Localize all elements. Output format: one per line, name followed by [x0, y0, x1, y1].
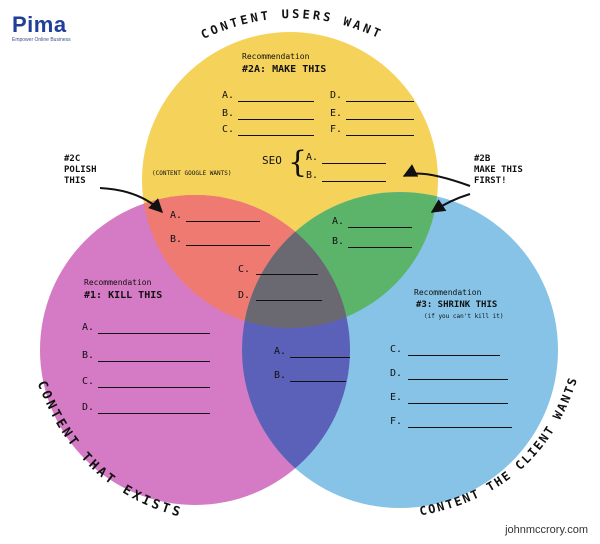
callout-line: #2c: [64, 154, 81, 164]
callout-line: THIS: [64, 176, 86, 186]
top-subheading: #2a: MAKE THIS: [242, 64, 327, 75]
callout-line: FIRST!: [474, 176, 507, 186]
right-note: (if you can't kill it): [424, 313, 504, 320]
list-item: A.: [170, 210, 183, 221]
list-item: B.: [222, 108, 235, 119]
blank-line: [408, 427, 512, 428]
list-item: D.: [82, 402, 95, 413]
blank-line: [408, 355, 500, 356]
right-heading: Recommendation: [414, 288, 482, 297]
list-item: C.: [82, 376, 95, 387]
blank-line: [98, 333, 210, 334]
list-item: B.: [332, 236, 345, 247]
credit-text: johnmccrory.com: [505, 524, 588, 536]
list-item: A.: [306, 152, 319, 163]
blank-line: [290, 381, 346, 382]
left-subheading: #1: KILL THIS: [84, 290, 163, 301]
list-item: C.: [390, 344, 403, 355]
blank-line: [348, 227, 412, 228]
list-item: E.: [390, 392, 403, 403]
list-item: C.: [238, 264, 251, 275]
arrow-polish: [99, 187, 163, 213]
right-subheading: #3: SHRINK THIS: [416, 300, 498, 310]
blank-line: [408, 379, 508, 380]
blank-line: [238, 101, 314, 102]
blank-line: [290, 357, 350, 358]
blank-line: [256, 300, 322, 301]
list-item: D.: [238, 290, 251, 301]
blank-line: [346, 119, 414, 120]
callout-line: MAKE THIS: [474, 165, 523, 175]
list-item: B.: [82, 350, 95, 361]
list-item: A.: [274, 346, 287, 357]
blank-line: [238, 135, 314, 136]
blank-line: [346, 101, 414, 102]
blank-line: [256, 274, 318, 275]
arrow-make-first-2: [430, 193, 471, 213]
list-item: B.: [170, 234, 183, 245]
blank-line: [348, 247, 412, 248]
seo-brace: {: [288, 145, 308, 180]
list-item: F.: [330, 124, 343, 135]
logo-name: Pima: [12, 12, 67, 37]
blank-line: [186, 221, 260, 222]
blank-line: [322, 163, 386, 164]
blank-line: [346, 135, 414, 136]
pima-logo: Pima Empower Online Business: [12, 12, 71, 44]
list-item: C.: [222, 124, 235, 135]
seo-label: SEO: [262, 154, 282, 167]
list-item: D.: [330, 90, 343, 101]
callout-line: POLISH: [64, 165, 97, 175]
blank-line: [98, 387, 210, 388]
list-item: A.: [82, 322, 95, 333]
blank-line: [408, 403, 508, 404]
blank-line: [238, 119, 314, 120]
list-item: B.: [306, 170, 319, 181]
seo-note: (CONTENT GOOGLE WANTS): [152, 170, 232, 177]
list-item: A.: [332, 216, 345, 227]
list-item: F.: [390, 416, 403, 427]
list-item: B.: [274, 370, 287, 381]
overlap-all-three: [242, 195, 350, 328]
arrow-make-first: [402, 164, 471, 187]
blank-line: [98, 361, 210, 362]
left-heading: Recommendation: [84, 278, 152, 287]
list-item: D.: [390, 368, 403, 379]
logo-tagline: Empower Online Business: [12, 37, 71, 43]
list-item: A.: [222, 90, 235, 101]
blank-line: [186, 245, 270, 246]
callout-line: #2b: [474, 154, 491, 164]
blank-line: [322, 181, 386, 182]
list-item: E.: [330, 108, 343, 119]
blank-line: [98, 413, 210, 414]
top-heading: Recommendation: [242, 52, 310, 61]
